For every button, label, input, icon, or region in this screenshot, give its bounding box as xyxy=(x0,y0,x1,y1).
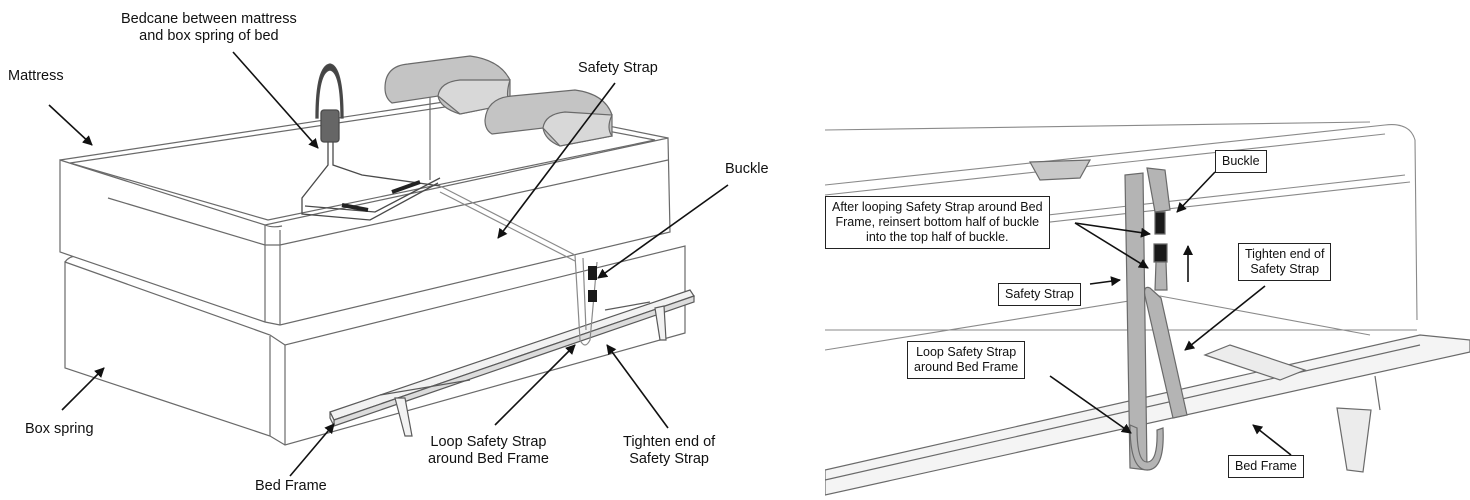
arrow-safety-strap xyxy=(1089,276,1121,287)
pillows xyxy=(384,55,614,147)
label-mattress: Mattress xyxy=(8,68,64,84)
arrow-safety-strap xyxy=(497,82,616,239)
label-bed-frame: Bed Frame xyxy=(255,478,327,494)
bed-frame-closeup xyxy=(825,334,1470,496)
arrow-loop xyxy=(494,344,576,426)
arrow-tighten xyxy=(606,344,669,429)
callout-arrows-right xyxy=(1049,171,1292,456)
arrow-box-spring xyxy=(61,367,105,411)
arrow-loop xyxy=(1049,375,1132,434)
arrow-mattress xyxy=(48,104,93,146)
bed-illustration xyxy=(48,51,729,477)
label-safety-strap: Safety Strap xyxy=(578,60,658,76)
safety-strap-closeup xyxy=(1028,159,1188,471)
buckle xyxy=(588,266,597,302)
arrow-buckle xyxy=(1176,171,1216,213)
label-buckle-right: Buckle xyxy=(1215,150,1267,173)
label-bed-frame-right: Bed Frame xyxy=(1228,455,1304,478)
label-safety-strap-right: Safety Strap xyxy=(998,283,1081,306)
callout-arrows xyxy=(48,51,729,477)
arrow-bed-frame xyxy=(1252,424,1292,456)
arrow-bed-frame xyxy=(289,423,335,477)
arrow-buckle xyxy=(597,184,729,279)
arrow-bedcane xyxy=(232,51,319,149)
label-buckle: Buckle xyxy=(725,161,769,177)
arrow-after-looping-bottom xyxy=(1074,222,1149,269)
label-box-spring: Box spring xyxy=(25,421,94,437)
arrow-after-looping-top xyxy=(1074,222,1151,238)
arrow-tighten xyxy=(1184,285,1266,351)
closeup-illustration xyxy=(825,121,1470,496)
bedcane xyxy=(301,63,441,221)
